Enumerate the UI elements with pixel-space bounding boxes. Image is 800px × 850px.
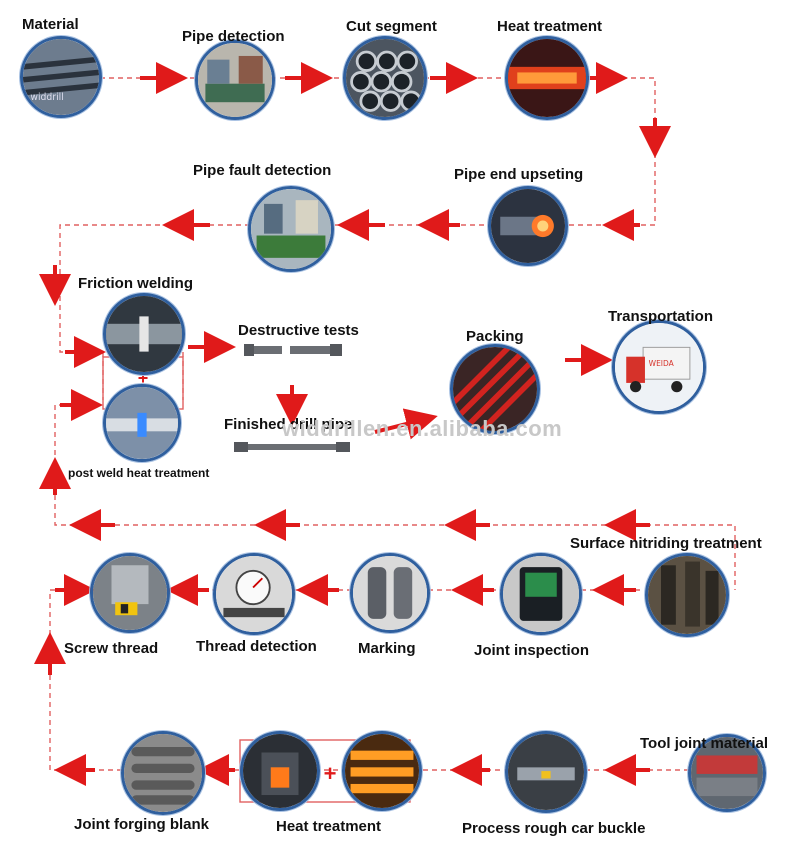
joint-inspection-image (500, 553, 582, 635)
plus-weld: + (138, 368, 149, 388)
label-thread-detection: Thread detection (196, 638, 317, 655)
label-transportation: Transportation (608, 308, 714, 325)
label-joint-inspection: Joint inspection (474, 642, 590, 659)
destructive-test-pipes (244, 344, 342, 356)
heat-treatment-furnace-image (240, 731, 320, 811)
watermark: widdrillen.en.alibaba.com (282, 416, 563, 441)
marking-image (350, 553, 430, 633)
arrow-finished-to-packing (374, 408, 438, 440)
transportation-image: WEIDA (612, 320, 706, 414)
plus-heat: + (324, 761, 337, 786)
label-cut-segment: Cut segment (346, 18, 437, 35)
pipe-fault-detection-image (248, 186, 334, 272)
tool-joint-material-image (688, 734, 766, 812)
label-heat-treatment-top: Heat treatment (497, 18, 603, 35)
label-friction-welding: Friction welding (78, 275, 193, 292)
finished-drill-pipe-sketch (234, 442, 350, 452)
label-post-weld-heat-treatment: post weld heat treatment (68, 466, 210, 480)
cut-segment-image (343, 36, 427, 120)
process-rough-car-buckle-image (505, 731, 587, 813)
label-marking: Marking (358, 640, 416, 657)
pipe-detection-image (195, 40, 275, 120)
label-pipe-end-upseting: Pipe end upseting (454, 166, 584, 183)
label-material: Material (22, 16, 79, 33)
label-pipe-fault-detection: Pipe fault detection (193, 162, 332, 179)
pipe-end-upseting-image (488, 186, 568, 266)
label-surface-nitriding: Surface nitriding treatment (570, 535, 762, 552)
material-image: widdrill (20, 36, 102, 118)
screw-thread-image (90, 553, 170, 633)
label-screw-thread: Screw thread (64, 640, 159, 657)
surface-nitriding-image (645, 553, 729, 637)
heat-treatment-parts-image (342, 731, 422, 811)
label-process-rough-car-buckle: Process rough car buckle (462, 820, 646, 837)
svg-text:WEIDA: WEIDA (649, 359, 675, 368)
friction-welding-image (103, 293, 185, 375)
joint-forging-blank-image (121, 731, 205, 815)
thread-detection-image (213, 553, 295, 635)
label-pipe-detection: Pipe detection (182, 28, 285, 45)
label-destructive-tests: Destructive tests (238, 322, 359, 339)
label-joint-forging-blank: Joint forging blank (74, 816, 209, 833)
packing-image (450, 344, 540, 434)
flow-arrows (34, 62, 671, 786)
heat-treatment-top-image (505, 36, 589, 120)
label-finished-drill-pipe: Finished drill pipe (224, 416, 353, 433)
label-packing: Packing (466, 328, 524, 345)
svg-text:widdrill: widdrill (30, 92, 63, 103)
post-weld-heat-treatment-image (103, 384, 181, 462)
label-heat-treatment-bottom: Heat treatment (276, 818, 382, 835)
label-tool-joint-material: Tool joint material (640, 735, 769, 752)
